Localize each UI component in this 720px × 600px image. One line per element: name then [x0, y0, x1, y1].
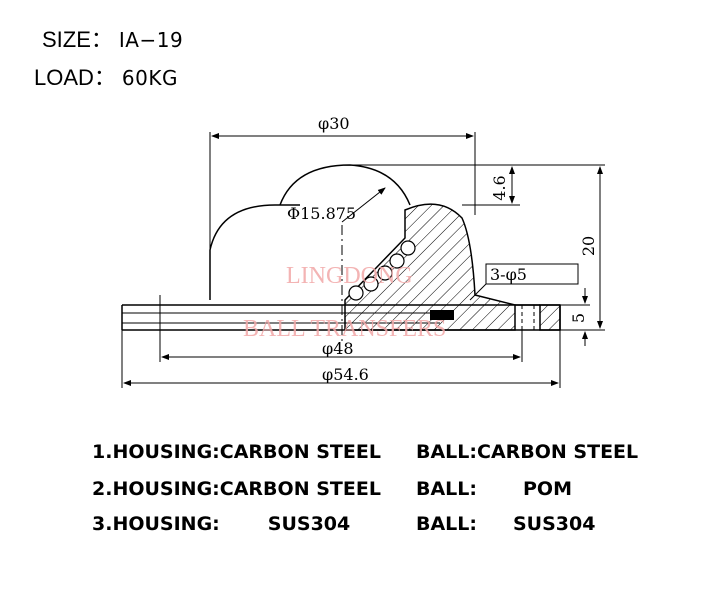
material-row-3: 3.HOUSING: SUS304: [92, 513, 350, 535]
dim-height: 20: [560, 166, 605, 331]
housing-label: 1.HOUSING:: [92, 441, 220, 463]
ball-label: BALL:: [416, 478, 477, 500]
dim-ball-diameter-label: Φ15.875: [287, 204, 356, 223]
main-ball: [209, 164, 411, 345]
dim-outer-diameter-label: φ54.6: [322, 365, 369, 384]
dim-holes-label: 3-φ5: [490, 265, 527, 284]
ball-label: BALL:: [416, 441, 477, 463]
size-label: SIZE：: [42, 27, 113, 52]
housing-material: CARBON STEEL: [219, 441, 381, 463]
housing-label: 2.HOUSING:: [92, 478, 220, 500]
housing-material: SUS304: [267, 513, 351, 535]
dim-height-label: 20: [579, 236, 598, 256]
load-spec: LOAD：60KG: [34, 60, 178, 92]
housing-label: 3.HOUSING:: [92, 513, 220, 535]
ball-material-row-1: BALL:CARBON STEEL: [416, 441, 638, 463]
dim-ball-protrusion: 4.6: [350, 164, 605, 206]
ball-material-row-2: BALL: POM: [416, 478, 572, 500]
watermark-brand: LINGDONG: [286, 263, 413, 289]
housing-section: [344, 203, 561, 331]
support-balls: [348, 240, 416, 301]
ball-label: BALL:: [416, 513, 477, 535]
technical-drawing: φ30 Φ15.875 4.6 20 3-φ5 5 φ48: [121, 114, 605, 388]
dim-flange: 5: [560, 288, 590, 346]
ball-material: SUS304: [513, 513, 596, 535]
dim-mid-diameter-label: φ48: [322, 339, 354, 358]
load-value: 60KG: [121, 66, 178, 90]
ball-material: POM: [523, 478, 572, 500]
housing-material: CARBON STEEL: [219, 478, 381, 500]
watermark-product: BALL TRANSFERS: [243, 316, 446, 342]
dim-ball-protrusion-label: 4.6: [490, 175, 509, 200]
ball-material: CARBON STEEL: [477, 441, 639, 463]
dim-mid-diameter: φ48: [159, 295, 523, 362]
dim-flange-label: 5: [569, 313, 588, 323]
load-label: LOAD：: [34, 65, 116, 90]
size-value: IA−19: [118, 28, 184, 52]
ball-material-row-3: BALL: SUS304: [416, 513, 595, 535]
dim-top-diameter: φ30: [209, 114, 476, 300]
dim-outer-diameter: φ54.6: [121, 330, 561, 388]
material-row-1: 1.HOUSING:CARBON STEEL: [92, 441, 381, 463]
dim-top-diameter-label: φ30: [318, 114, 350, 133]
seal-ring: [430, 310, 454, 320]
material-row-2: 2.HOUSING:CARBON STEEL: [92, 478, 381, 500]
dim-holes: 3-φ5: [469, 263, 579, 301]
size-spec: SIZE：IA−19: [42, 22, 183, 54]
